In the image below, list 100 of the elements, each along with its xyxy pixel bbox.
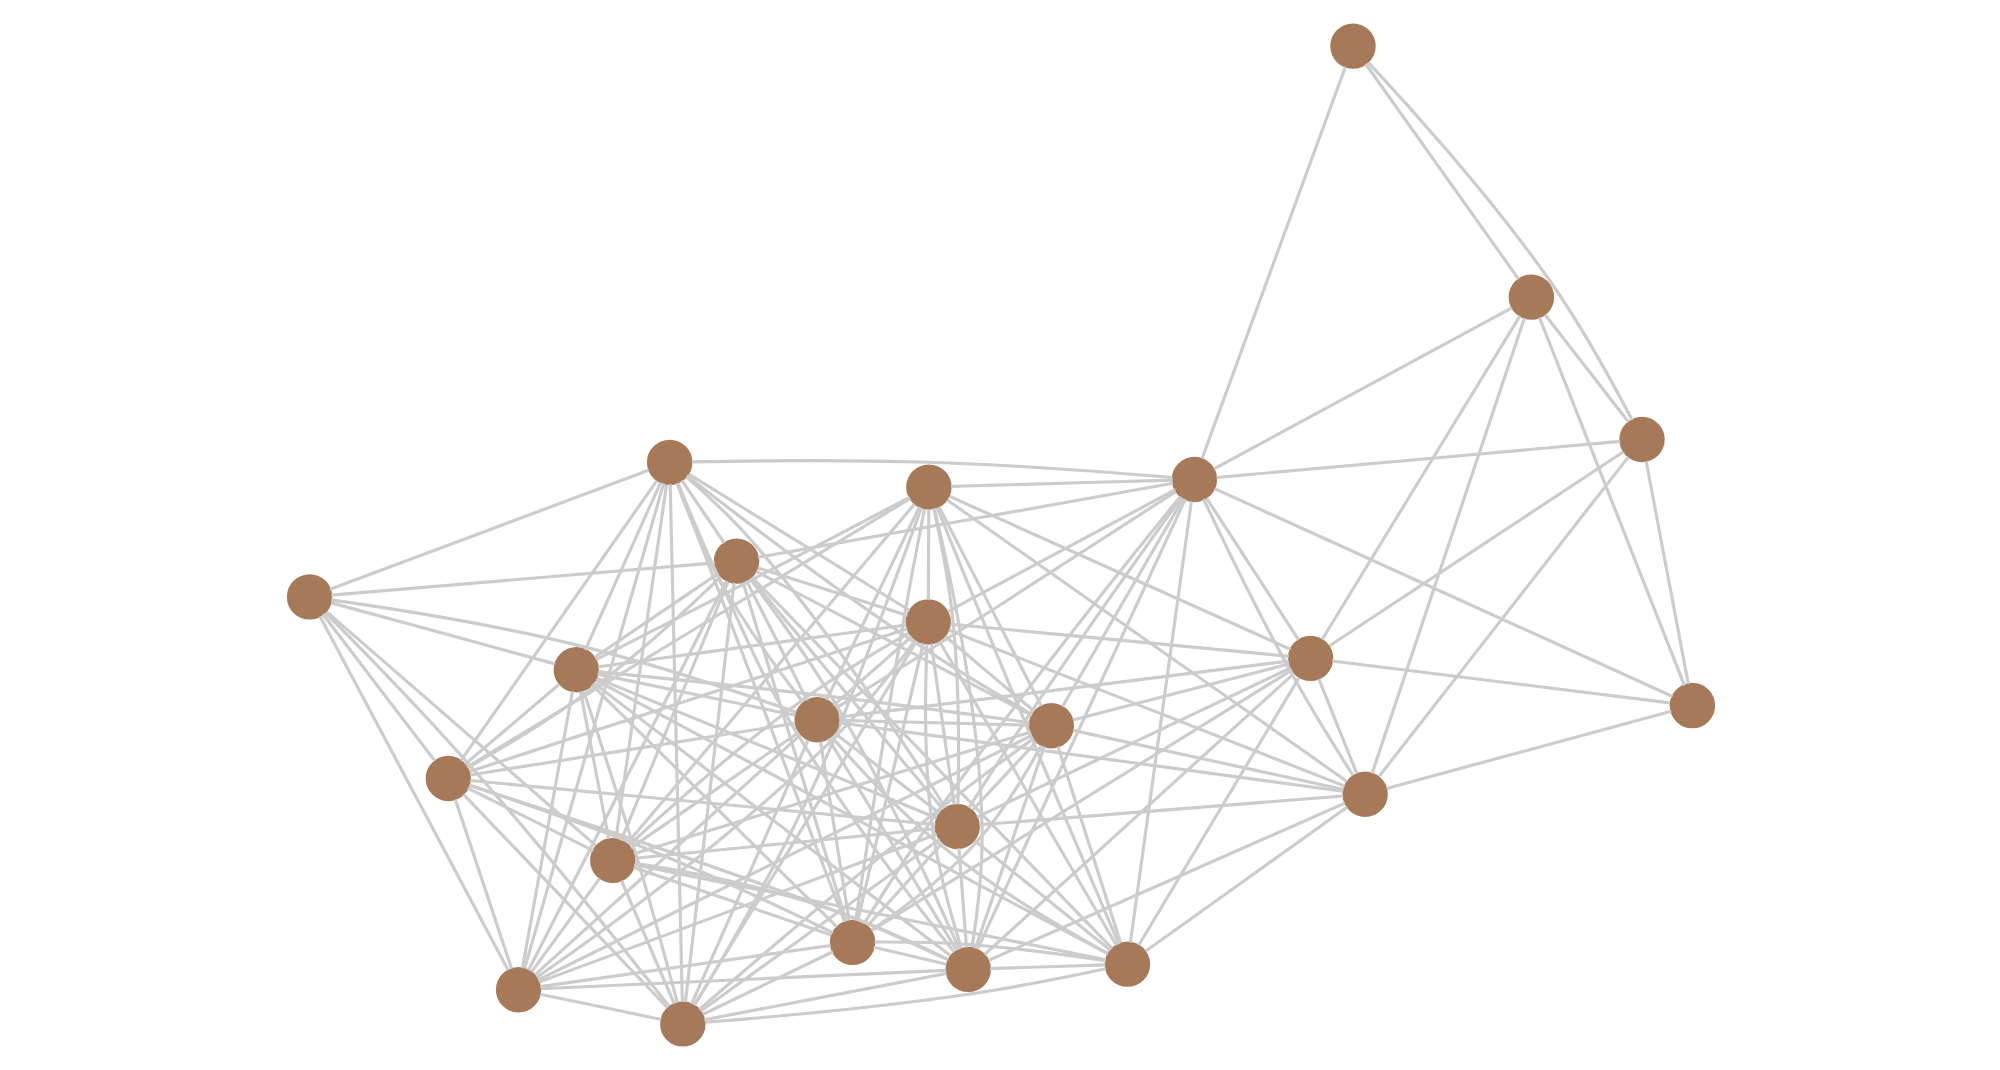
connector xyxy=(989,963,1105,971)
connector xyxy=(461,793,668,1009)
connector xyxy=(1060,497,1184,708)
node-circle xyxy=(645,439,692,486)
connector xyxy=(466,575,721,769)
node-circle xyxy=(1170,456,1217,503)
connector xyxy=(1536,316,1685,686)
connector xyxy=(975,666,1291,819)
connector xyxy=(947,494,1291,651)
connector xyxy=(956,848,968,948)
connector xyxy=(463,683,560,766)
connector xyxy=(692,640,917,1006)
connector xyxy=(703,971,946,1022)
connector xyxy=(1377,456,1629,778)
connector xyxy=(833,732,940,815)
connector xyxy=(931,508,983,948)
node-circle xyxy=(905,464,951,510)
connector xyxy=(1542,313,1629,423)
connector xyxy=(928,643,955,805)
connector xyxy=(539,968,946,991)
connector xyxy=(589,683,838,929)
connector xyxy=(684,475,946,809)
connector xyxy=(679,479,725,544)
node-circle xyxy=(1103,941,1150,987)
node-circle xyxy=(1329,23,1375,69)
node-circle xyxy=(1341,771,1387,817)
connector xyxy=(538,992,661,1021)
node-circle xyxy=(659,1001,705,1047)
node-circle xyxy=(589,837,635,884)
connector xyxy=(925,509,930,601)
connector xyxy=(1201,498,1354,777)
connector xyxy=(818,741,850,921)
connector xyxy=(975,498,1186,950)
connector xyxy=(1212,487,1673,698)
connector xyxy=(674,483,804,704)
connector xyxy=(468,783,948,961)
node-circle xyxy=(904,599,950,645)
connector xyxy=(853,508,926,921)
connector xyxy=(872,945,946,966)
connector xyxy=(592,572,719,659)
connector xyxy=(949,478,1172,489)
connector xyxy=(667,484,683,1002)
connector xyxy=(1071,728,1343,792)
connector xyxy=(597,670,1029,725)
connector xyxy=(594,495,910,662)
connector xyxy=(323,611,670,1008)
connector xyxy=(633,861,948,962)
node-circle xyxy=(933,803,979,850)
connector xyxy=(580,690,678,1004)
connector xyxy=(1127,501,1192,943)
connector xyxy=(536,734,1032,982)
connector xyxy=(754,570,1032,717)
connector xyxy=(970,740,1037,811)
connector xyxy=(937,640,1117,947)
connector xyxy=(1643,461,1689,685)
node-circle xyxy=(1507,274,1554,320)
connector xyxy=(529,877,600,973)
node-circle xyxy=(944,946,990,993)
connector xyxy=(465,497,910,769)
connector xyxy=(613,484,668,839)
connector xyxy=(1366,61,1633,421)
connector xyxy=(324,610,596,847)
connector xyxy=(533,733,801,976)
node-circle xyxy=(285,574,332,620)
connector xyxy=(756,566,907,617)
connector xyxy=(972,839,1111,952)
connector xyxy=(690,459,1172,480)
node-circle xyxy=(552,647,599,693)
connector xyxy=(317,615,509,971)
connector xyxy=(692,507,922,1007)
connector xyxy=(837,659,1288,719)
connector xyxy=(936,505,1042,707)
connector xyxy=(923,644,962,949)
connector xyxy=(865,841,943,927)
connector xyxy=(328,468,649,591)
connector xyxy=(537,832,937,984)
connector xyxy=(632,730,1030,856)
connector xyxy=(320,613,436,762)
connector xyxy=(744,580,808,702)
connector xyxy=(826,737,958,952)
connector xyxy=(972,745,1045,950)
connector xyxy=(987,801,1345,962)
connector xyxy=(869,744,1042,932)
connector xyxy=(740,582,847,922)
connector xyxy=(946,488,1176,613)
connector xyxy=(837,721,1343,793)
connector xyxy=(829,736,1108,955)
node-circle xyxy=(828,919,875,966)
connector xyxy=(1316,678,1358,775)
connector xyxy=(697,737,1034,1011)
node-circle xyxy=(712,538,759,584)
connector xyxy=(966,496,1182,809)
connector xyxy=(689,739,809,1005)
connector xyxy=(978,794,1343,827)
connector xyxy=(931,508,960,805)
connector xyxy=(467,783,833,935)
connector xyxy=(682,582,735,1003)
node-circle xyxy=(1668,682,1715,729)
connector xyxy=(468,627,907,774)
connector xyxy=(675,482,955,953)
